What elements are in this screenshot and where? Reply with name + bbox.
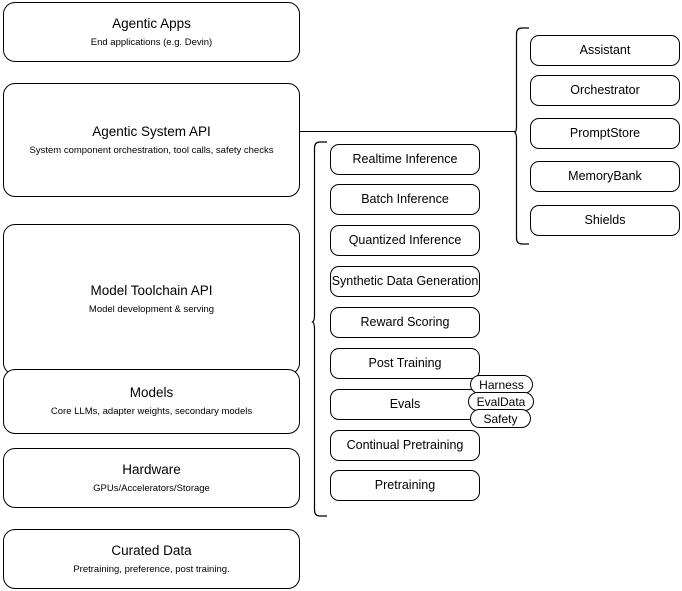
layer-title: Hardware (122, 461, 181, 477)
component-label: MemoryBank (568, 168, 642, 183)
connector-system-api-to-components (300, 131, 516, 133)
component-label: Orchestrator (570, 82, 640, 97)
evals-subcomponent-evaldata[interactable]: EvalData (468, 392, 534, 411)
system-component-memorybank[interactable]: MemoryBank (530, 161, 680, 192)
toolchain-component-reward-scoring[interactable]: Reward Scoring (330, 307, 480, 338)
stack-layer-model-toolchain-api[interactable]: Model Toolchain API Model development & … (3, 224, 300, 375)
stack-layer-agentic-apps[interactable]: Agentic Apps End applications (e.g. Devi… (3, 2, 300, 62)
component-label: Synthetic Data Generation (331, 273, 479, 288)
brace-toolchain-components (311, 141, 328, 518)
layer-title: Curated Data (111, 542, 192, 558)
system-component-shields[interactable]: Shields (530, 205, 680, 236)
component-label: Realtime Inference (352, 151, 458, 166)
toolchain-component-quantized-inference[interactable]: Quantized Inference (330, 225, 480, 256)
layer-title: Agentic Apps (112, 15, 191, 31)
component-label: Batch Inference (361, 191, 449, 206)
layer-subtitle: Model development & serving (88, 304, 215, 315)
evals-subcomponent-safety[interactable]: Safety (470, 409, 531, 428)
subcomponent-label: EvalData (476, 394, 526, 409)
layer-title: Model Toolchain API (90, 283, 213, 299)
stack-layer-hardware[interactable]: Hardware GPUs/Accelerators/Storage (3, 448, 300, 508)
toolchain-component-realtime-inference[interactable]: Realtime Inference (330, 144, 480, 175)
brace-system-components (514, 27, 530, 246)
toolchain-component-pretraining[interactable]: Pretraining (330, 470, 480, 501)
layer-subtitle: System component orchestration, tool cal… (29, 144, 274, 156)
layer-subtitle: GPUs/Accelerators/Storage (93, 482, 210, 494)
toolchain-component-evals[interactable]: Evals (330, 389, 480, 420)
component-label: Continual Pretraining (346, 437, 464, 452)
component-label: PromptStore (569, 125, 641, 140)
stack-layer-agentic-system-api[interactable]: Agentic System API System component orch… (3, 83, 300, 197)
component-label: Quantized Inference (348, 232, 462, 247)
layer-subtitle: Pretraining, preference, post training. (73, 563, 230, 575)
layer-subtitle: End applications (e.g. Devin) (90, 36, 213, 48)
layer-subtitle: Core LLMs, adapter weights, secondary mo… (50, 406, 253, 417)
layer-title: Agentic System API (92, 123, 211, 139)
subcomponent-label: Harness (479, 377, 524, 392)
component-label: Reward Scoring (360, 314, 450, 329)
toolchain-component-post-training[interactable]: Post Training (330, 348, 480, 379)
component-label: Pretraining (374, 477, 436, 492)
stack-layer-curated-data[interactable]: Curated Data Pretraining, preference, po… (3, 529, 300, 589)
component-label: Shields (584, 212, 626, 227)
system-component-assistant[interactable]: Assistant (530, 35, 680, 66)
component-label: Evals (389, 396, 421, 411)
component-label: Assistant (579, 42, 631, 57)
stack-layer-models[interactable]: Models Core LLMs, adapter weights, secon… (3, 369, 300, 434)
toolchain-component-batch-inference[interactable]: Batch Inference (330, 184, 480, 215)
layer-title: Models (129, 385, 174, 401)
system-component-promptstore[interactable]: PromptStore (530, 118, 680, 149)
toolchain-component-synthetic-data-generation[interactable]: Synthetic Data Generation (330, 266, 480, 297)
subcomponent-label: Safety (483, 411, 518, 426)
component-label: Post Training (368, 355, 442, 370)
toolchain-component-continual-pretraining[interactable]: Continual Pretraining (330, 430, 480, 461)
system-component-orchestrator[interactable]: Orchestrator (530, 75, 680, 106)
